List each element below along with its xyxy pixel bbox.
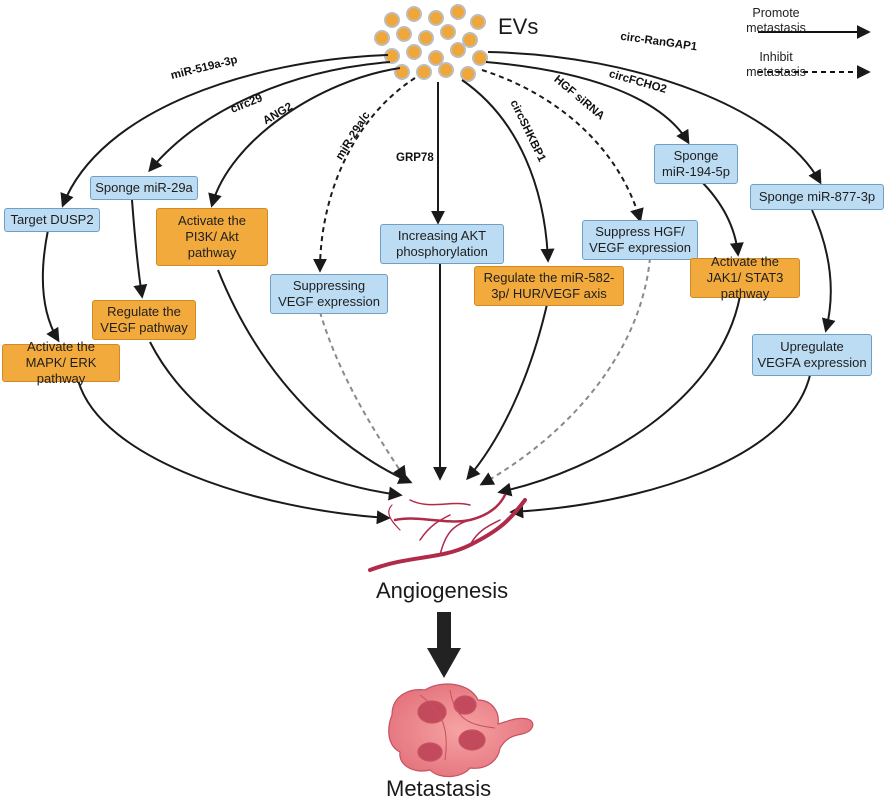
ev-dot-icon: [374, 30, 390, 46]
legend-promote-label: Promote metastasis: [746, 6, 806, 35]
arrow-hgfsupp-to-angio: [479, 257, 651, 486]
step-box: Suppress HGF/ VEGF expression: [582, 220, 698, 260]
ev-dot-icon: [450, 4, 466, 20]
step-box: Sponge miR-194-5p: [654, 144, 738, 184]
arrow-jak1-to-angio: [497, 295, 741, 497]
arrow-mir519a-to-dusp2: [60, 54, 389, 208]
ev-dot-icon: [418, 30, 434, 46]
step-box: Activate the MAPK/ ERK pathway: [2, 339, 120, 386]
ev-dot-icon: [406, 44, 422, 60]
ev-dot-icon: [470, 14, 486, 30]
outcome-label: Metastasis: [386, 776, 492, 801]
ev-dot-icon: [416, 64, 432, 80]
ev-cluster-icon: [374, 4, 488, 82]
arrow-hgfsirna-to-hgf: [481, 69, 644, 223]
step-box: Regulate the VEGF pathway: [92, 300, 196, 340]
arrow-dusp2-to-mapk: [41, 229, 60, 343]
arrow-vegfa-to-angio: [509, 374, 811, 519]
arrow-vegfpath-to-angio: [149, 341, 403, 501]
step-box: Sponge miR-29a: [90, 176, 198, 200]
arrow-ang2-to-pi3k: [208, 67, 401, 208]
step-box: Upregulate VEGFA expression: [752, 334, 872, 376]
step-box: Activate the JAK1/ STAT3 pathway: [690, 254, 800, 301]
ev-dot-icon: [460, 66, 476, 82]
legend-inhibit-label: Inhibit metastasis: [746, 50, 806, 79]
arrow-mir582-to-angio: [466, 299, 549, 481]
arrow-sponge194-to-jak1: [699, 179, 744, 257]
ev-dot-icon: [396, 26, 412, 42]
step-box: Target DUSP2: [4, 208, 100, 232]
ev-dot-icon: [394, 64, 410, 80]
source-label: EVs: [498, 14, 539, 39]
arrow-vegfsupp-to-angio: [319, 311, 407, 481]
molecule-label: GRP78: [396, 152, 434, 164]
arrow-mir29ac-to-vegf: [313, 77, 416, 273]
arrow-sponge29a-to-vegfpath: [131, 199, 148, 299]
ev-dot-icon: [428, 10, 444, 26]
step-box: Increasing AKT phosphorylation: [380, 224, 504, 264]
ev-dot-icon: [472, 50, 488, 66]
ev-dot-icon: [440, 24, 456, 40]
ev-dot-icon: [438, 62, 454, 78]
arrow-circfcho2-to-sponge194: [485, 61, 690, 145]
step-box: Activate the PI3K/ Akt pathway: [156, 208, 268, 266]
ev-dot-icon: [384, 12, 400, 28]
arrow-circ29-to-sponge29a: [148, 61, 391, 173]
arrow-pi3k-to-angio: [217, 269, 413, 484]
ev-dot-icon: [428, 50, 444, 66]
arrow-circshkbp1-to-mir582: [461, 79, 555, 263]
step-box: Suppressing VEGF expression: [270, 274, 388, 314]
arrow-sponge877-to-vegfa: [811, 209, 836, 333]
step-box: Regulate the miR-582-3p/ HUR/VEGF axis: [474, 266, 624, 306]
big-down-arrow-icon: [427, 612, 461, 678]
ev-dot-icon: [462, 32, 478, 48]
ev-dot-icon: [450, 42, 466, 58]
blood-vessel-icon: [368, 493, 527, 572]
arrow-circrangap1-to-sponge877: [487, 51, 822, 185]
step-box: Sponge miR-877-3p: [750, 184, 884, 210]
ev-dot-icon: [406, 6, 422, 22]
target-label: Angiogenesis: [376, 578, 509, 603]
tumor-cells-icon: [388, 683, 534, 778]
arrow-mapk-to-angio: [77, 379, 391, 525]
